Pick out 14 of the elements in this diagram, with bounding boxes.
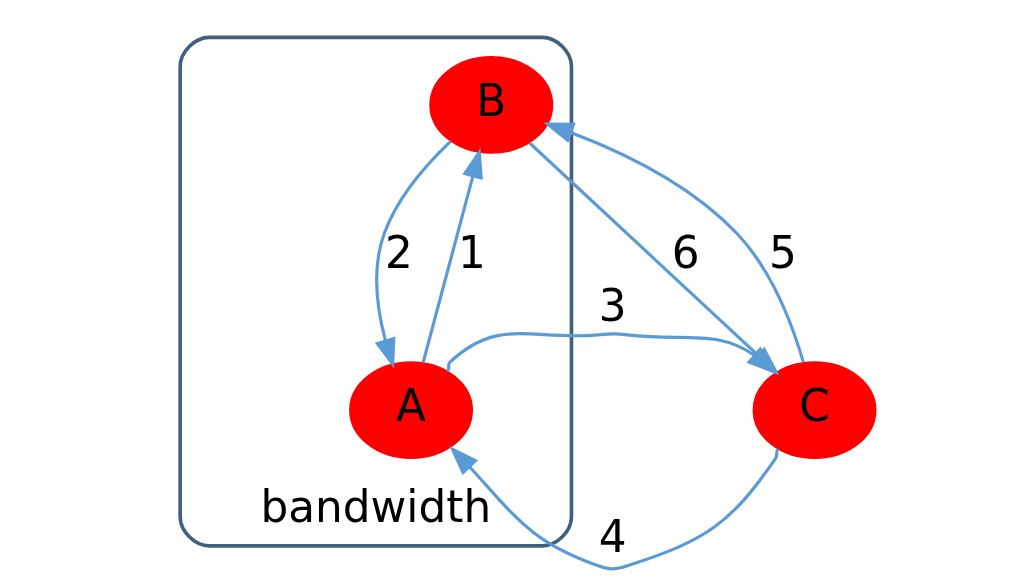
- node-ellipse: C: [752, 361, 877, 460]
- node-ellipse: B: [429, 56, 554, 154]
- arrow: [446, 332, 777, 375]
- edge-label: 3: [598, 280, 627, 332]
- edge-label: 2: [384, 227, 413, 279]
- arrow: [543, 122, 805, 363]
- arrow: [449, 445, 780, 571]
- arrow: [421, 147, 483, 363]
- edge-label: 5: [769, 227, 797, 279]
- edge-label: 4: [598, 511, 627, 563]
- arrow: [374, 140, 452, 369]
- node-ellipse: A: [349, 361, 474, 460]
- edge-label: 1: [457, 227, 486, 279]
- edge-label: 6: [671, 227, 700, 279]
